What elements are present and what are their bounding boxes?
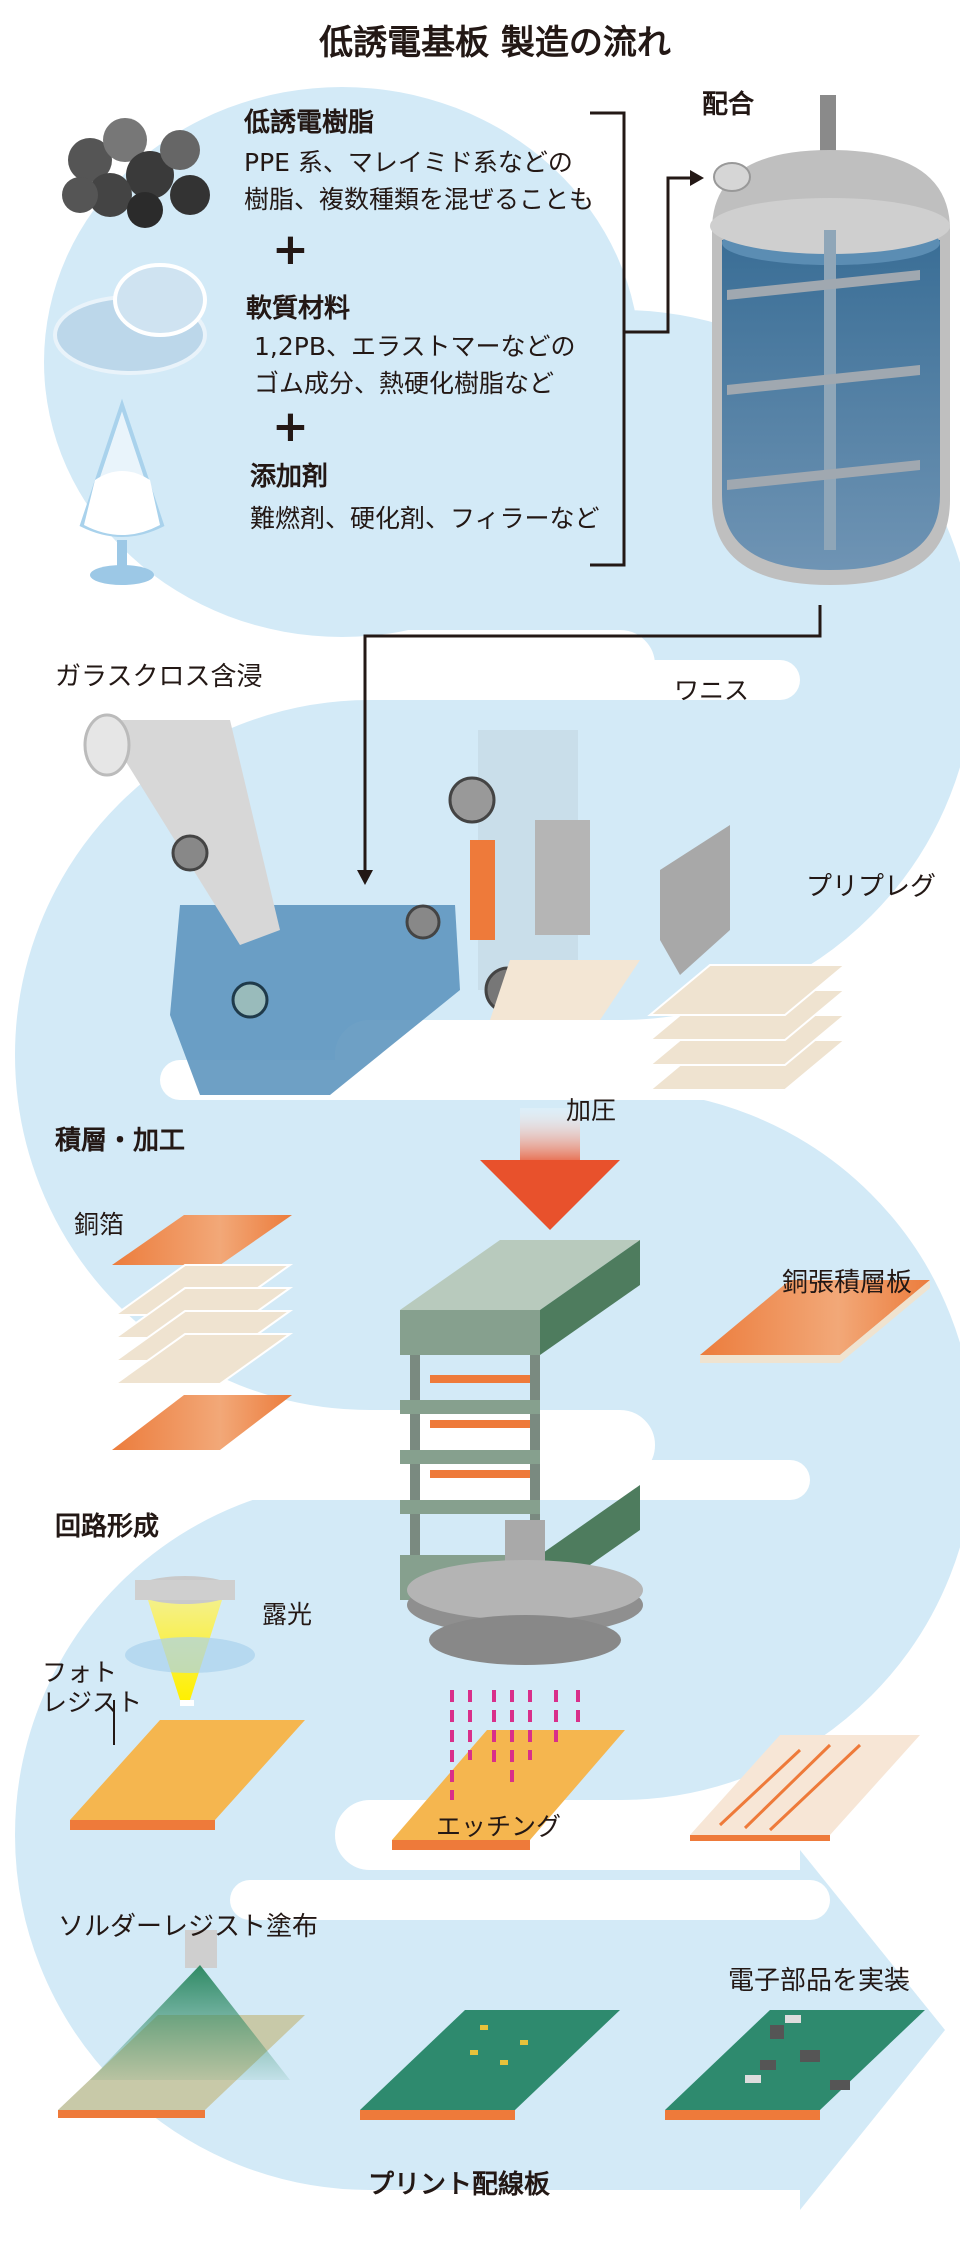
soft-material-icon [53, 263, 207, 375]
ccl-board [700, 1280, 930, 1363]
plus-icon: + [272, 401, 309, 452]
press-machine [400, 1108, 640, 1600]
resin-desc-2: 樹脂、複数種類を混ぜることも [244, 185, 595, 214]
etching-board [392, 1520, 643, 1850]
exposure-board [70, 1576, 305, 1830]
label-exposure: 露光 [262, 1600, 313, 1629]
soft-desc-1: 1,2PB、エラストマーなどの [254, 332, 576, 361]
page-title: 低誘電基板 製造の流れ [319, 23, 671, 63]
additive-flask-icon [79, 398, 165, 585]
solder-resist-board [58, 1930, 305, 2118]
label-lamination: 積層・加工 [55, 1126, 186, 1156]
label-pressure: 加圧 [566, 1096, 617, 1125]
flow-gaps [160, 660, 830, 1920]
label-glass-impregnation: ガラスクロス含浸 [55, 662, 263, 692]
label-circuit: 回路形成 [55, 1512, 160, 1542]
label-solder-resist: ソルダーレジスト塗布 [58, 1912, 319, 1942]
label-varnish: ワニス [674, 676, 750, 705]
soft-name: 軟質材料 [246, 294, 351, 324]
prepreg-sheets [647, 964, 848, 1091]
green-pcb-board [360, 2010, 620, 2120]
additive-name: 添加剤 [250, 462, 329, 492]
lamination-stack [111, 1215, 294, 1450]
label-mounting: 電子部品を実装 [728, 1966, 911, 1996]
merge-bracket [590, 111, 690, 567]
additive-desc: 難燃剤、硬化剤、フィラーなど [250, 504, 600, 533]
plus-icon: + [272, 224, 309, 275]
label-prepreg: プリプレグ [806, 872, 937, 902]
label-photoresist-1: フォト [42, 1658, 118, 1687]
resin-desc-1: PPE 系、マレイミド系などの [244, 148, 573, 177]
label-pcb: プリント配線板 [368, 2170, 551, 2200]
resin-pellets-icon [62, 118, 210, 228]
varnish-line [363, 605, 822, 870]
resin-name: 低誘電樹脂 [244, 108, 375, 138]
soft-desc-2: ゴム成分、熱硬化樹脂など [254, 369, 555, 398]
arrow-down-icon [357, 870, 373, 885]
label-photoresist-2: レジスト [42, 1688, 143, 1717]
mounted-pcb-board [665, 2010, 925, 2120]
etched-board [690, 1735, 920, 1841]
arrow-right-icon [690, 170, 704, 186]
label-ccl: 銅張積層板 [782, 1268, 913, 1298]
label-etching: エッチング [436, 1812, 562, 1841]
label-mixing: 配合 [702, 90, 755, 120]
label-copper-foil: 銅箔 [74, 1210, 125, 1239]
mixing-tank [710, 95, 950, 585]
impregnation-machine [83, 713, 730, 1095]
